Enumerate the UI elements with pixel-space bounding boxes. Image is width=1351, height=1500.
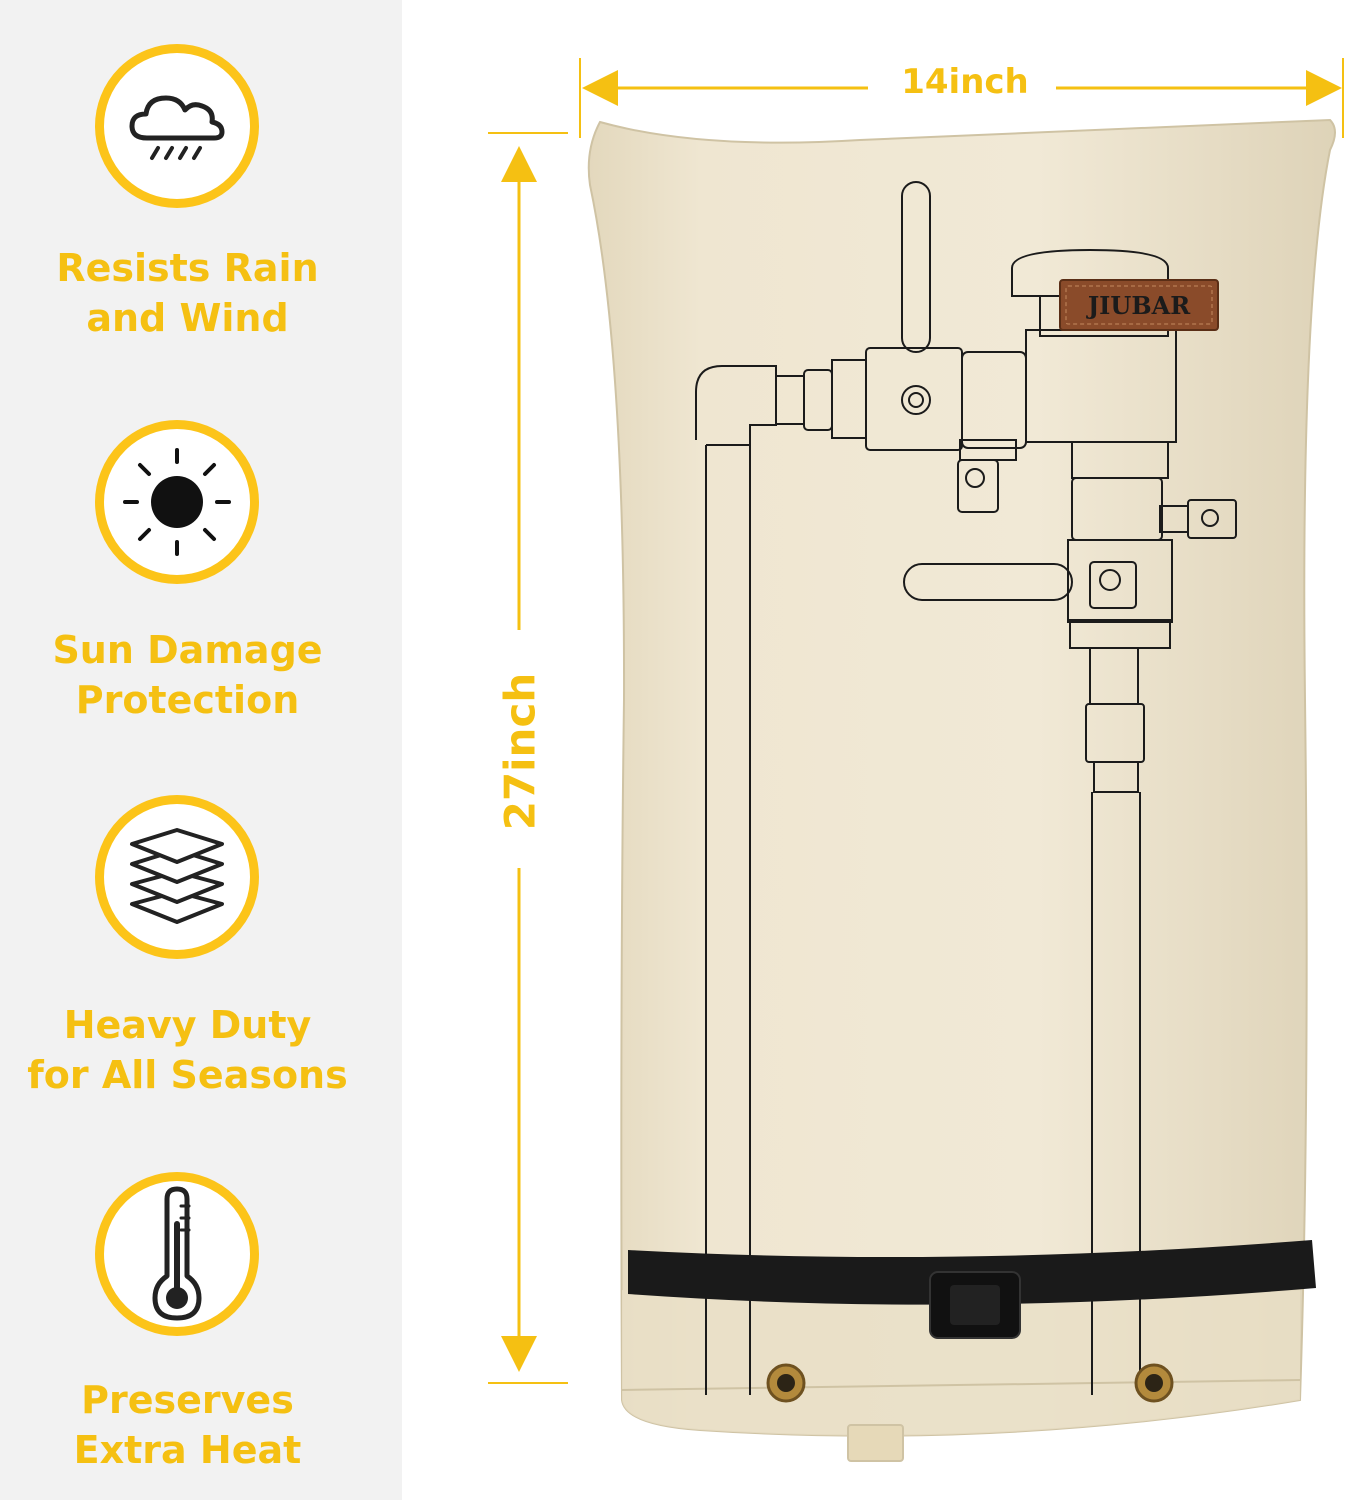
- feature-thermo-ring: [95, 1172, 259, 1336]
- feature-layers-label: Heavy Duty for All Seasons: [0, 1000, 375, 1100]
- insulation-cover: [587, 118, 1336, 1437]
- feature-thermo-line2: Extra Heat: [73, 1428, 302, 1472]
- feature-sun-line2: Protection: [75, 678, 300, 722]
- sun-icon: [123, 448, 231, 556]
- feature-thermo-label: Preserves Extra Heat: [0, 1375, 375, 1475]
- grommets: [766, 1363, 1174, 1403]
- rain-cloud-icon: [129, 95, 225, 160]
- feature-rain-line1: Resists Rain: [56, 246, 319, 290]
- brand-patch: [1059, 279, 1219, 331]
- feature-sun-line1: Sun Damage: [52, 628, 323, 672]
- brand-label: JIUBAR: [1086, 291, 1191, 320]
- strap: [628, 1240, 1316, 1339]
- feature-layers-line2: for All Seasons: [27, 1053, 348, 1097]
- height-label: 27inch: [495, 672, 545, 831]
- feature-rain-label: Resists Rain and Wind: [0, 243, 375, 343]
- feature-layers-ring: [95, 795, 259, 959]
- feature-thermo-line1: Preserves: [81, 1378, 294, 1422]
- layers-icon: [130, 828, 224, 924]
- width-label: 14inch: [901, 62, 1029, 102]
- width-dimension: [579, 58, 1344, 138]
- feature-sun-ring: [95, 420, 259, 584]
- feature-rain-line2: and Wind: [86, 296, 289, 340]
- thermometer-icon: [152, 1186, 202, 1321]
- height-dimension: [488, 132, 568, 1384]
- features-sidebar: Resists Rain and Wind Sun Damage Protect…: [0, 0, 402, 1500]
- feature-rain-ring: [95, 44, 259, 208]
- feature-layers-line1: Heavy Duty: [63, 1003, 312, 1047]
- feature-sun-label: Sun Damage Protection: [0, 625, 375, 725]
